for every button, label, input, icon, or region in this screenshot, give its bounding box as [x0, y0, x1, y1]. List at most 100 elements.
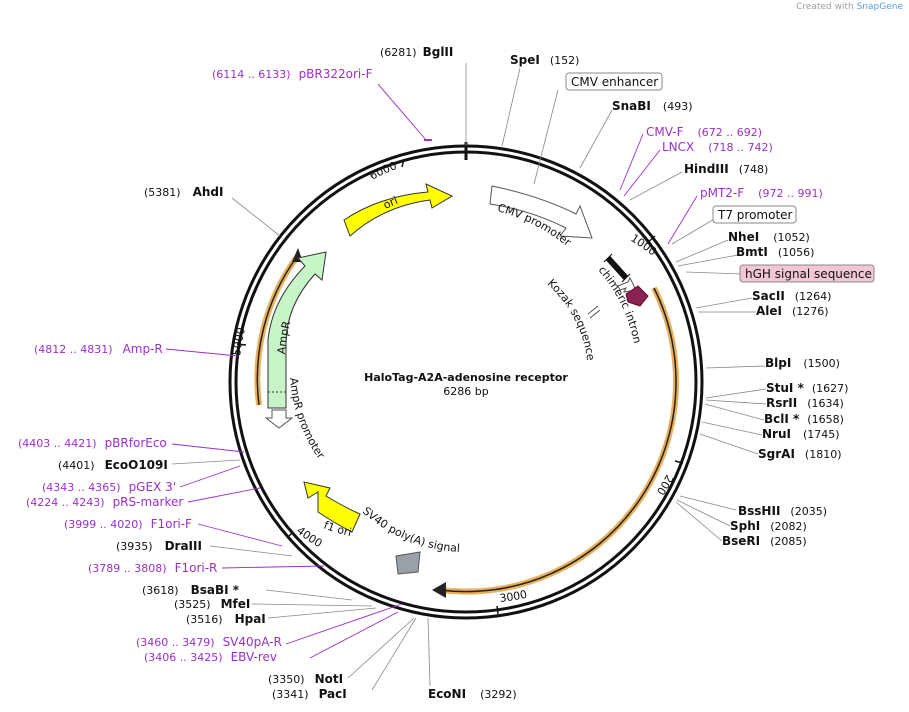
leader-pgex3 [179, 465, 241, 488]
primer-lncx[interactable]: LNCX(718 .. 742) [662, 140, 773, 154]
leader-bsshii [679, 495, 737, 511]
primer-pbrforeco[interactable]: (4403 .. 4421)pBRforEco [18, 436, 167, 450]
leader-bseri [675, 501, 723, 542]
site-ahdi[interactable]: (5381)AhdI [144, 185, 223, 199]
t7-promoter-box [712, 205, 797, 224]
tick-5000-mark [236, 343, 247, 346]
ampr-promoter-label: AmpR promoter [287, 377, 328, 462]
primer-f1ori-r[interactable]: (3789 .. 3808)F1ori-R [88, 561, 217, 575]
kozak-mark-1 [587, 305, 599, 315]
site-bcli[interactable]: BclI *(1658) [764, 412, 844, 426]
site-snabi[interactable]: SnaBI(493) [612, 99, 693, 113]
leader-cmv-enhancer [533, 89, 559, 185]
hgh-signal-label[interactable]: hGH signal sequence [745, 267, 872, 281]
site-econi[interactable]: EcoNI(3292) [428, 687, 517, 701]
leader-noti [347, 617, 415, 679]
site-rsrii[interactable]: RsrII(1634) [766, 396, 844, 410]
leader-sgrai [699, 433, 759, 455]
chimeric-intron-bar [605, 255, 629, 281]
site-bsabi[interactable]: (3618)BsaBI * [142, 583, 240, 597]
credit-prefix: Created with [796, 2, 854, 12]
site-eco0109i[interactable]: (4401)EcoO109I [58, 458, 168, 472]
site-nrui[interactable]: NruI(1745) [762, 427, 840, 441]
leader-draiii [209, 545, 293, 557]
tick-5000: 5000 [230, 326, 248, 356]
site-draiii[interactable]: (3935)DraIII [116, 539, 202, 553]
sv40-polya-box [395, 551, 421, 575]
primer-f1ori-f[interactable]: (3999 .. 4020)F1ori-F [64, 517, 192, 531]
tick-3000-mark [496, 605, 499, 615]
primer-ebv-rev[interactable]: (3406 .. 3425)EBV-rev [144, 650, 277, 664]
cmv-enhancer-label[interactable]: CMV enhancer [571, 75, 658, 89]
primer-prs-marker[interactable]: (4224 .. 4243)pRS-marker [26, 495, 183, 509]
site-bmti[interactable]: BmtI(1056) [736, 245, 814, 259]
leader-econi [427, 617, 431, 687]
site-stui[interactable]: StuI *(1627) [766, 381, 848, 395]
leader-bcli [704, 403, 765, 421]
plasmid-name: HaloTag-A2A-adenosine receptor [364, 371, 568, 384]
leader-amp-r [165, 348, 239, 357]
site-spei[interactable]: SpeI(152) [510, 53, 579, 67]
site-labels: (6281)BglII SpeI(152) SnaBI(493) HindIII… [58, 45, 848, 701]
snapgene-credit: Created with SnapGene [796, 2, 903, 12]
ampr-arrow [267, 251, 327, 409]
site-bglii[interactable]: (6281)BglII [380, 45, 453, 59]
leader-pmt2-f [667, 195, 698, 245]
primer-labels: (6114 .. 6133)pBR322ori-F CMV-F(672 .. 6… [18, 67, 823, 664]
primer-pgex3[interactable]: (4343 .. 4365)pGEX 3' [42, 480, 176, 494]
chimeric-intron-cap-left [603, 253, 613, 263]
orf-arrowhead [432, 582, 446, 598]
site-blpi[interactable]: BlpI(1500) [765, 356, 840, 370]
leader-ahdi [231, 197, 281, 237]
site-noti[interactable]: (3350)NotI [268, 672, 343, 686]
leader-sphi [676, 499, 731, 527]
leader-bmti [677, 254, 739, 267]
leader-sv40pa-r [285, 603, 403, 645]
leader-sacii [695, 297, 753, 309]
t7-promoter-label[interactable]: T7 promoter [717, 208, 793, 222]
chimeric-intron-cap-right [621, 273, 631, 283]
ampr-label: AmpR [275, 319, 293, 354]
leader-f1ori-r [221, 565, 325, 569]
site-bseri[interactable]: BseRI(2085) [722, 534, 807, 548]
ampr-orf-arc [256, 257, 297, 406]
leader-eco0109i [171, 459, 241, 465]
leader-paci [371, 617, 417, 691]
site-alei[interactable]: AleI(1276) [756, 304, 829, 318]
leader-f1ori-f [197, 523, 283, 547]
primer-pbr322ori-f[interactable]: (6114 .. 6133)pBR322ori-F [212, 67, 373, 81]
leader-nrui [701, 421, 763, 436]
tick-3000: 3000 [499, 588, 528, 605]
leader-ebv-rev [309, 611, 399, 659]
primer-amp-r[interactable]: (4812 .. 4831)Amp-R [34, 342, 163, 356]
site-bsshii[interactable]: BssHII(2035) [738, 504, 827, 518]
primer-cmv-f[interactable]: CMV-F(672 .. 692) [646, 125, 762, 139]
leader-snabi [579, 109, 613, 169]
sv40-polya-label: SV40 poly(A) signal [360, 504, 460, 555]
site-paci[interactable]: (3341)PacI [272, 687, 347, 701]
site-hindiii[interactable]: HindIII(748) [684, 162, 768, 176]
leader-pbrforeco [171, 443, 245, 453]
leader-mfei [251, 603, 373, 607]
site-sphi[interactable]: SphI(2082) [730, 519, 807, 533]
cmv-promoter-arrow [489, 185, 593, 239]
ori-arrow [343, 183, 454, 237]
site-hpai[interactable]: (3516)HpaI [186, 612, 266, 626]
hgh-signal-arrow [625, 285, 649, 307]
snapgene-logo: SnapGene [856, 2, 903, 12]
site-sacii[interactable]: SacII(1264) [752, 289, 831, 303]
primer-pmt2-f[interactable]: pMT2-F(972 .. 991) [700, 186, 823, 200]
leader-lncx [623, 149, 661, 197]
tick-4000-mark [286, 531, 294, 539]
kozak-label: Kozak sequence [545, 277, 597, 362]
leader-cmv-f [619, 133, 644, 191]
leader-spei [501, 67, 521, 147]
leader-bsabi [265, 589, 353, 601]
ampr-promoter-arrow [264, 409, 294, 429]
kozak-mark-2 [589, 309, 601, 319]
site-mfei[interactable]: (3525)MfeI [174, 597, 250, 611]
site-nhei[interactable]: NheI(1052) [728, 230, 810, 244]
primer-sv40pa-r[interactable]: (3460 .. 3479)SV40pA-R [136, 635, 282, 649]
site-sgrai[interactable]: SgrAI(1810) [758, 447, 841, 461]
leader-t7 [671, 217, 717, 245]
